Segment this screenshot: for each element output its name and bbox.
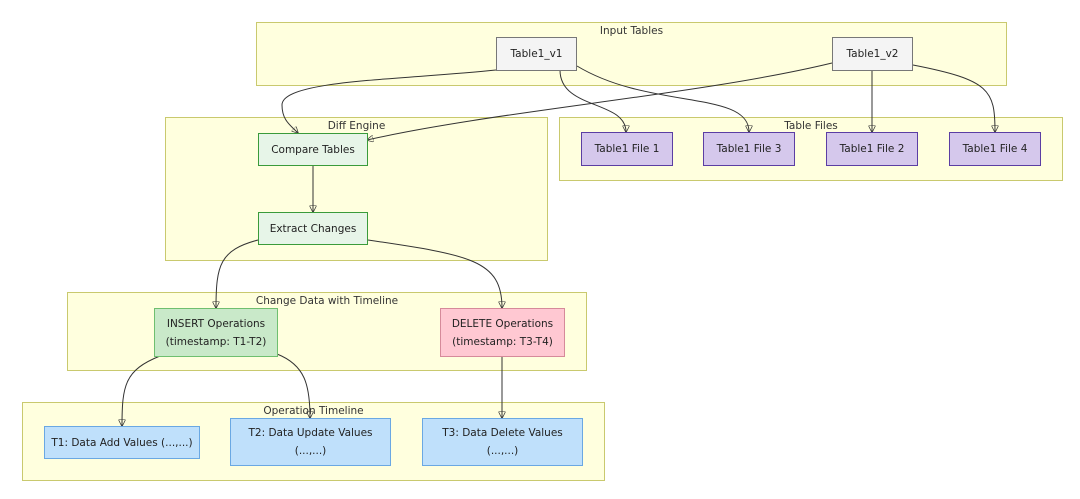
node-table1-file4[interactable]: Table1 File 4 — [949, 132, 1041, 166]
node-table1-file2-label: Table1 File 2 — [839, 143, 905, 155]
node-table1-v1[interactable]: Table1_v1 — [496, 37, 577, 71]
node-t2-data-update[interactable]: T2: Data Update Values (...,...) — [230, 418, 391, 466]
node-t3-data-delete-line2: (...,...) — [486, 445, 519, 457]
node-delete-operations[interactable]: DELETE Operations (timestamp: T3-T4) — [440, 308, 565, 357]
node-t2-data-update-line1: T2: Data Update Values — [248, 427, 373, 439]
node-t3-data-delete-line1: T3: Data Delete Values — [442, 427, 563, 439]
node-table1-file1[interactable]: Table1 File 1 — [581, 132, 673, 166]
node-t1-data-add-label: T1: Data Add Values (...,...) — [51, 436, 193, 449]
node-compare-tables-label: Compare Tables — [271, 143, 355, 156]
node-delete-operations-line1: DELETE Operations — [451, 317, 554, 330]
node-delete-operations-line2: (timestamp: T3-T4) — [452, 335, 553, 348]
node-t2-data-update-line2: (...,...) — [294, 445, 327, 457]
node-t1-data-add[interactable]: T1: Data Add Values (...,...) — [44, 426, 200, 459]
cluster-diff-engine-title: Diff Engine — [327, 120, 386, 132]
node-extract-changes[interactable]: Extract Changes — [258, 212, 368, 245]
cluster-table-files-title: Table Files — [784, 120, 838, 132]
node-table1-file3-label: Table1 File 3 — [716, 143, 782, 155]
cluster-operation-timeline-title: Operation Timeline — [263, 405, 364, 417]
node-table1-file2[interactable]: Table1 File 2 — [826, 132, 918, 166]
node-compare-tables[interactable]: Compare Tables — [258, 133, 368, 166]
node-insert-operations-line2: (timestamp: T1-T2) — [165, 335, 267, 348]
node-table1-v2[interactable]: Table1_v2 — [832, 37, 913, 71]
node-table1-file4-label: Table1 File 4 — [962, 143, 1028, 155]
node-t3-data-delete[interactable]: T3: Data Delete Values (...,...) — [422, 418, 583, 466]
cluster-input-tables-title: Input Tables — [599, 25, 664, 37]
node-table1-file3[interactable]: Table1 File 3 — [703, 132, 795, 166]
node-extract-changes-label: Extract Changes — [269, 222, 357, 235]
node-table1-file1-label: Table1 File 1 — [594, 143, 660, 155]
node-insert-operations-line1: INSERT Operations — [166, 317, 266, 330]
node-table1-v1-label: Table1_v1 — [510, 48, 563, 60]
node-insert-operations[interactable]: INSERT Operations (timestamp: T1-T2) — [154, 308, 278, 357]
cluster-change-data-title: Change Data with Timeline — [255, 295, 399, 307]
node-table1-v2-label: Table1_v2 — [846, 48, 899, 60]
